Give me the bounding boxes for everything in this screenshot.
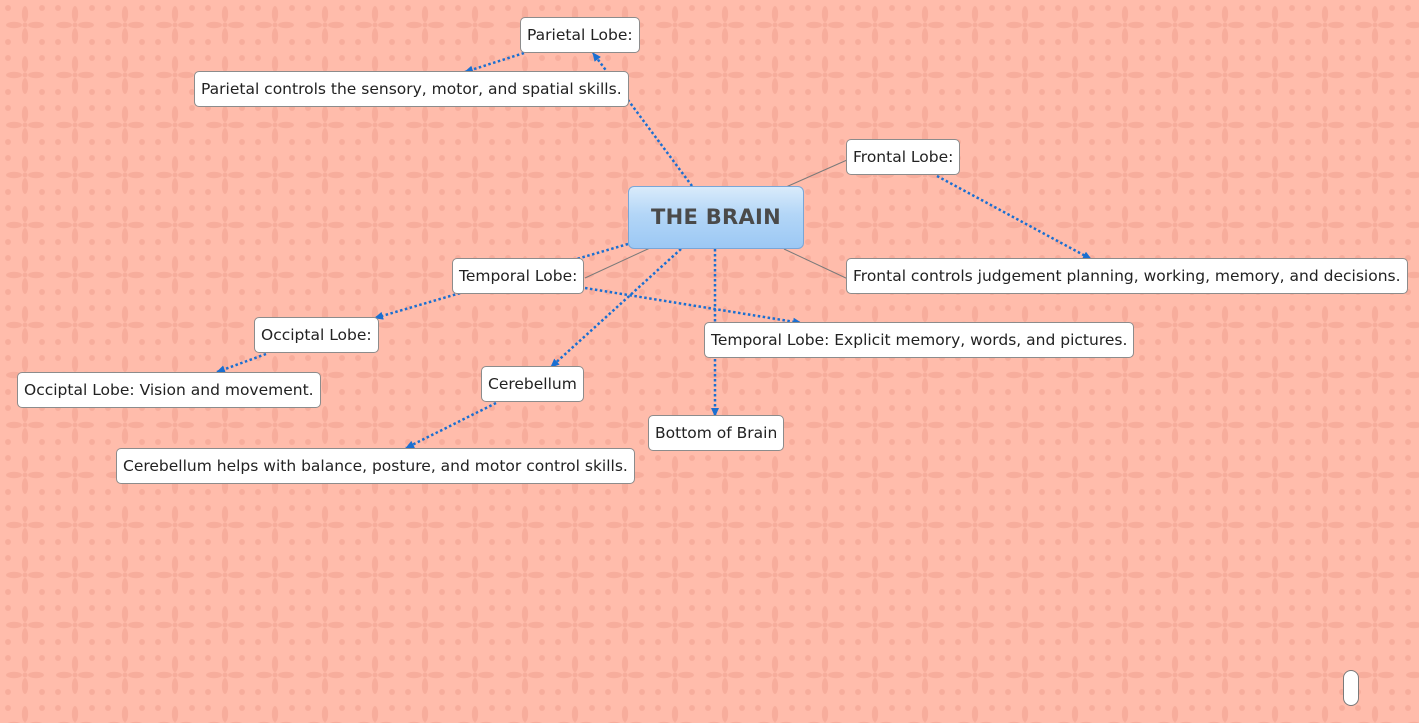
relationship-occipital-detail [216, 352, 267, 374]
topic-occipital-lobe[interactable]: Occiptal Lobe: [254, 317, 379, 353]
relationship-frontal-detail [936, 174, 1092, 261]
relationship-cerebellum-detail [405, 401, 497, 450]
topic-temporal-lobe[interactable]: Temporal Lobe: [452, 258, 585, 294]
central-topic[interactable]: THE BRAIN [628, 186, 804, 249]
topic-parietal-detail[interactable]: Parietal controls the sensory, motor, an… [194, 71, 629, 107]
topic-occipital-detail[interactable]: Occiptal Lobe: Vision and movement. [17, 372, 321, 408]
scroll-handle[interactable] [1343, 670, 1359, 706]
relationship-parietal-detail [464, 51, 525, 74]
topic-frontal-lobe[interactable]: Frontal Lobe: [846, 139, 961, 175]
topic-temporal-detail[interactable]: Temporal Lobe: Explicit memory, words, a… [704, 322, 1135, 358]
topic-parietal-lobe[interactable]: Parietal Lobe: [520, 17, 640, 53]
branch-line-frontal-detail [783, 248, 849, 280]
topic-cerebellum[interactable]: Cerebellum [481, 366, 584, 402]
topic-bottom-of-brain[interactable]: Bottom of Brain [648, 415, 785, 451]
branch-line-frontal [785, 159, 848, 188]
branch-line-temporal [584, 247, 651, 279]
topic-frontal-detail[interactable]: Frontal controls judgement planning, wor… [846, 258, 1408, 294]
relationship-temporal-detail [584, 286, 802, 326]
topic-cerebellum-detail[interactable]: Cerebellum helps with balance, posture, … [116, 448, 635, 484]
relationship-to-cerebellum [550, 248, 682, 368]
